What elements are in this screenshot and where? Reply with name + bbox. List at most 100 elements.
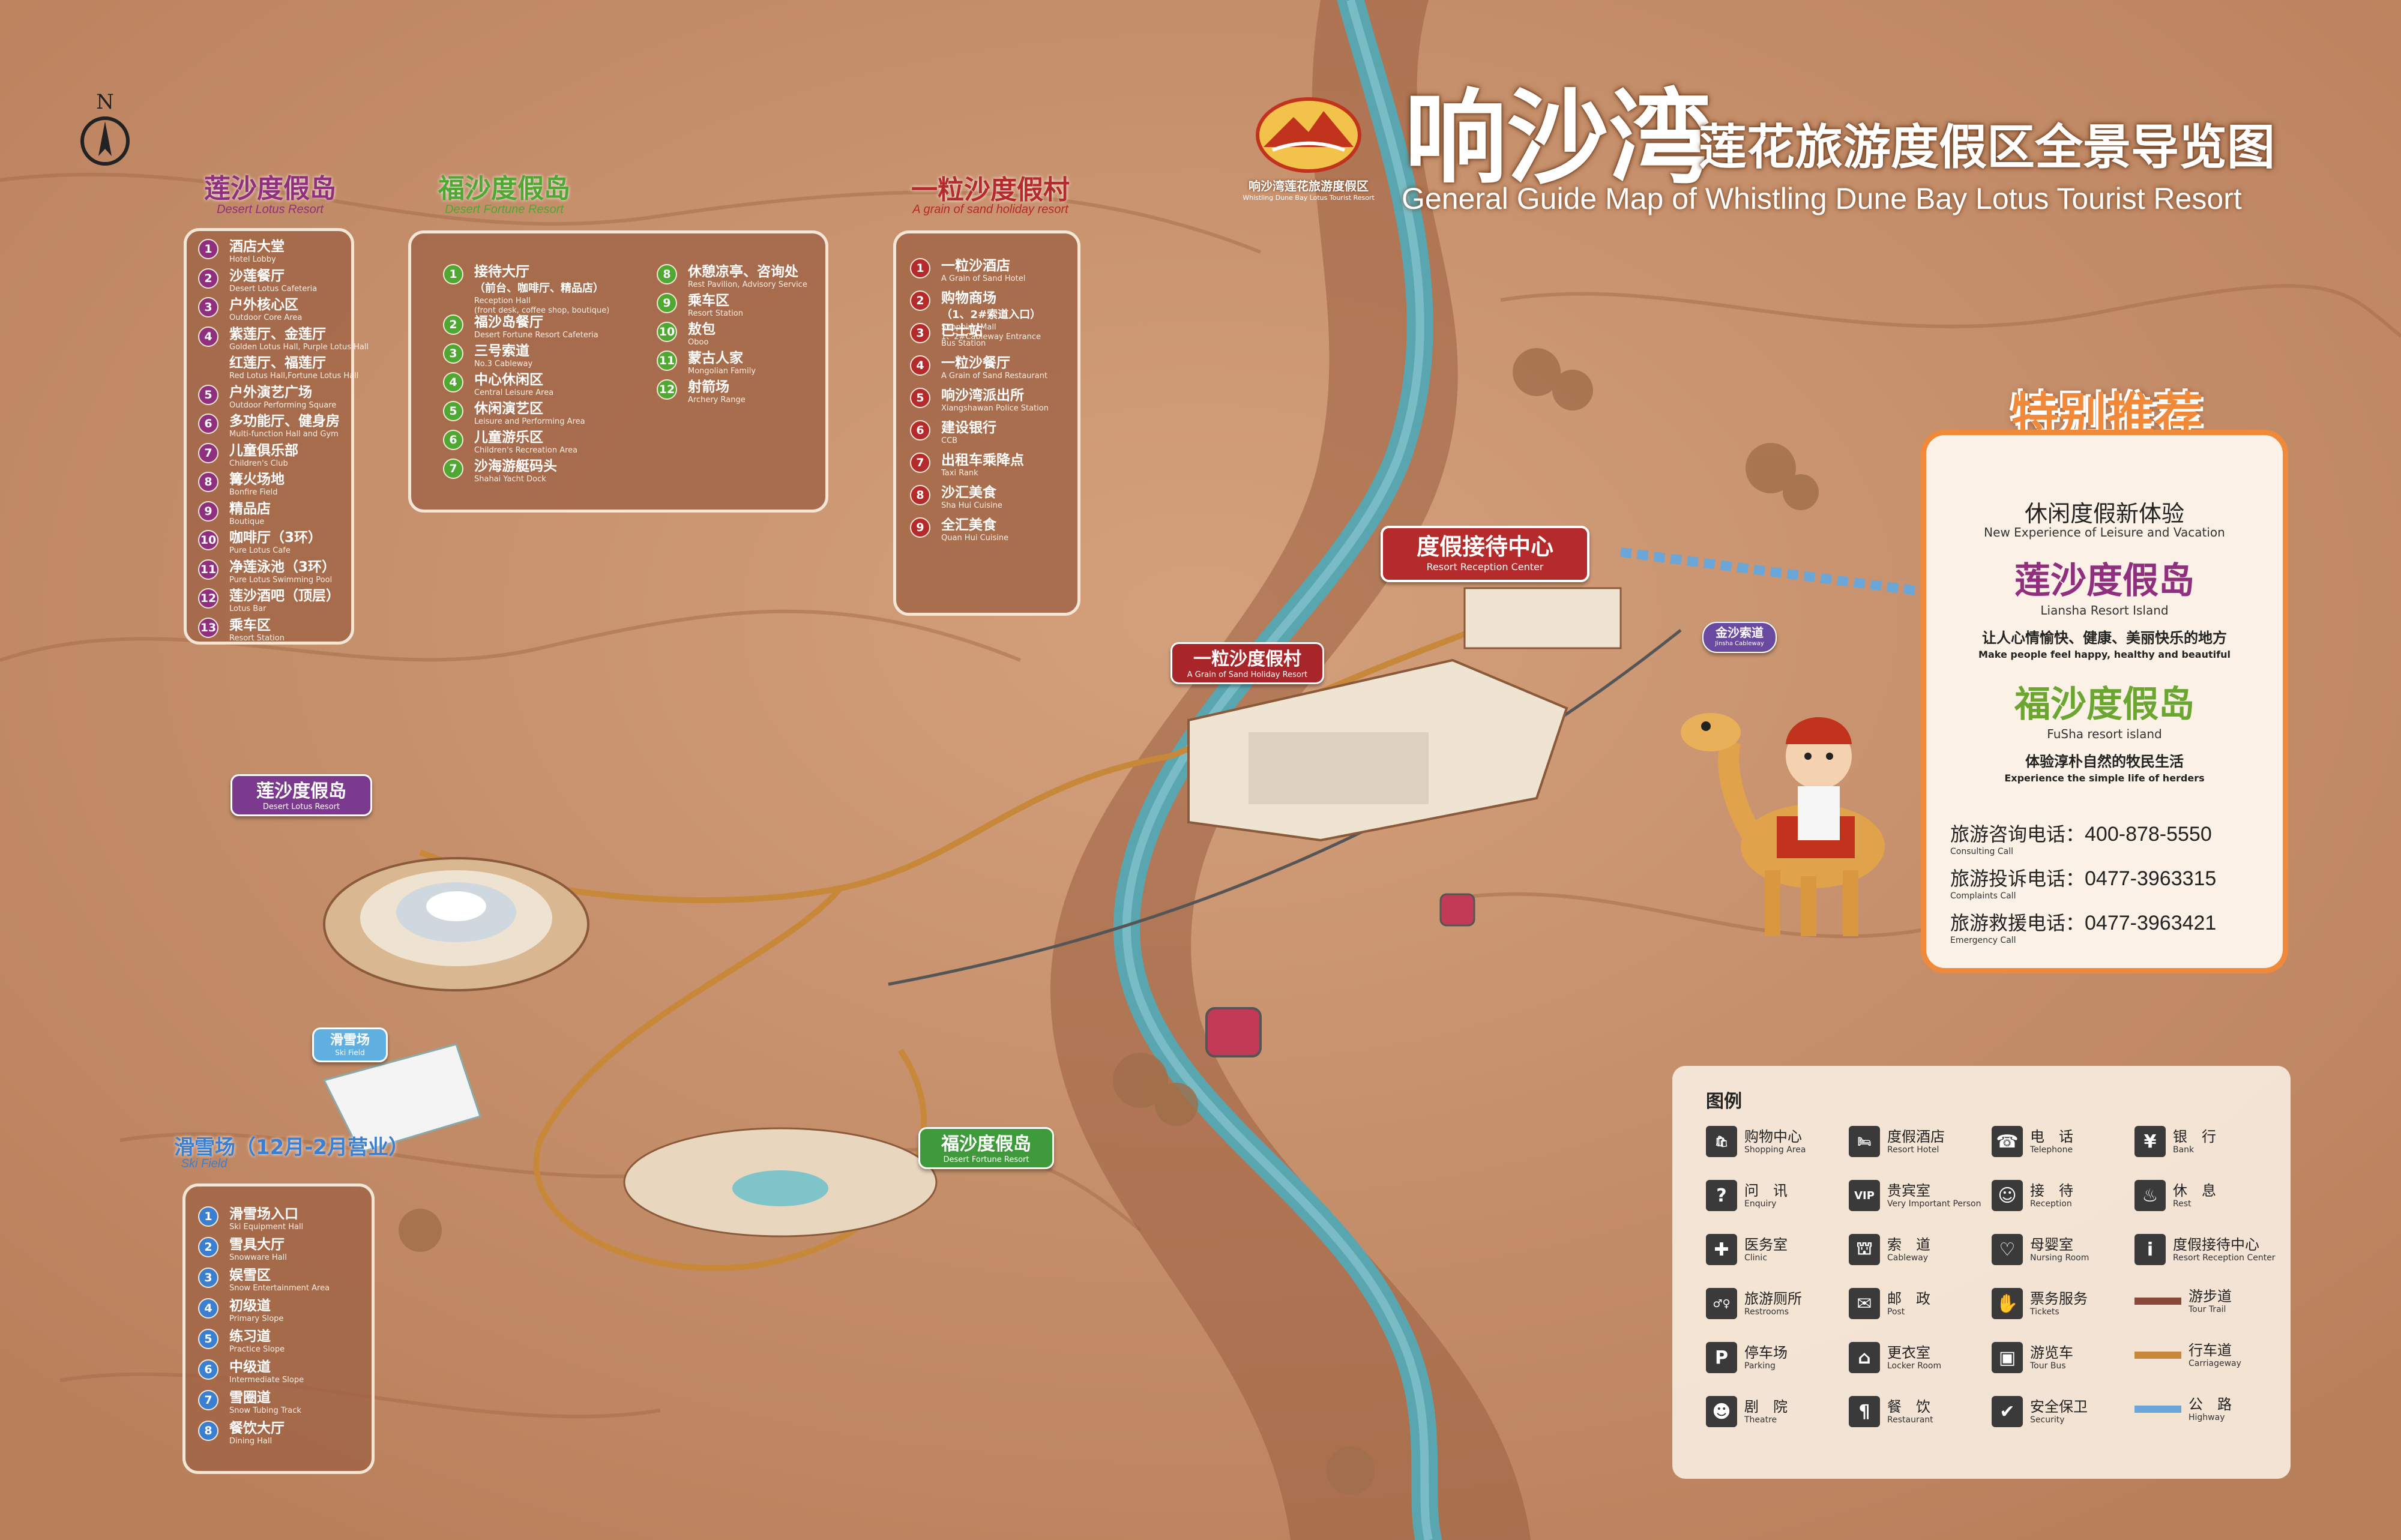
entry-label-en: Snowware Hall xyxy=(229,1253,287,1262)
legend-label-cn: 公 路 xyxy=(2189,1396,2232,1413)
entry-label-cn-extra: （前台、咖啡厅、精品店） xyxy=(474,282,604,295)
legend-label-en: Tour Trail xyxy=(2189,1305,2226,1314)
entry-label-en: Children's Club xyxy=(229,459,288,468)
entry-label-cn: 出租车乘降点 xyxy=(941,453,1024,468)
rec-island1-desc-en: Make people feel happy, healthy and beau… xyxy=(1978,649,2231,660)
rec-island2-cn: 福沙度假岛 xyxy=(2014,684,2195,726)
logo-text-en: Whistling Dune Bay Lotus Tourist Resort xyxy=(1243,194,1375,202)
entry-number-badge: 7 xyxy=(910,453,930,473)
phone-number[interactable]: 400-878-5550 xyxy=(2085,823,2212,846)
lotus-label-cn: 莲沙度假岛 xyxy=(256,781,346,802)
entry-label-en: Quan Hui Cuisine xyxy=(941,534,1009,543)
entry-label-en: Golden Lotus Hall, Purple Lotus Hall xyxy=(229,342,369,352)
phone-number[interactable]: 0477-3963421 xyxy=(2085,912,2217,934)
rest-icon: ♨ xyxy=(2134,1180,2166,1211)
grain-resort-label[interactable]: 一粒沙度假村 A Grain of Sand Holiday Resort xyxy=(1170,642,1324,684)
legend-label-en: Nursing Room xyxy=(2030,1253,2089,1263)
entry-number-badge: 3 xyxy=(198,297,218,317)
phone-number[interactable]: 0477-3963315 xyxy=(2085,867,2217,890)
ski-field-label[interactable]: 滑雪场 Ski Field xyxy=(312,1027,388,1062)
lotus-panel-title: 莲沙度假岛 xyxy=(204,173,336,204)
entry-label-cn: 雪圈道 xyxy=(229,1390,271,1406)
ski-panel-subtitle: Ski Field xyxy=(181,1157,227,1170)
entry-label-en: Resort Station xyxy=(688,309,743,318)
cable-cars xyxy=(1205,893,1475,1057)
entry-number-badge: 5 xyxy=(910,388,930,408)
jinsha-cableway-label[interactable]: 金沙索道 Jinsha Cableway xyxy=(1702,622,1777,653)
entry-label-cn: 一粒沙酒店 xyxy=(941,258,1010,274)
rec-island1-cn: 莲沙度假岛 xyxy=(2014,560,2195,602)
entry-label-en: Mongolian Family xyxy=(688,367,756,376)
resort-logo: 响沙湾莲花旅游度假区 Whistling Dune Bay Lotus Tour… xyxy=(1237,84,1381,216)
entry-number-badge: 6 xyxy=(198,1359,218,1380)
entry-number-badge: 6 xyxy=(198,414,218,434)
legend-label-cn: 休 息 xyxy=(2173,1182,2216,1199)
lotus-resort-label[interactable]: 莲沙度假岛 Desert Lotus Resort xyxy=(230,774,372,816)
entry-label-cn: 儿童游乐区 xyxy=(474,430,543,445)
restroom-icon: ♂♀ xyxy=(1706,1288,1737,1319)
entry-label-cn: 多功能厅、健身房 xyxy=(229,414,340,429)
entry-label-en: No.3 Cableway xyxy=(474,359,533,368)
entry-number-badge: 1 xyxy=(198,239,218,259)
entry-number-badge: 7 xyxy=(198,1390,218,1410)
legend-label-en: Cableway xyxy=(1887,1253,1929,1263)
reception-center-label[interactable]: 度假接待中心 Resort Reception Center xyxy=(1381,526,1589,582)
legend-label-cn: 索 道 xyxy=(1887,1236,1930,1253)
entry-label-cn: 净莲泳池（3环） xyxy=(229,559,336,575)
post-icon: ✉ xyxy=(1849,1288,1880,1319)
legend-label-cn: 停车场 xyxy=(1744,1344,1788,1361)
cableway-icon: ⛫ xyxy=(1849,1234,1880,1265)
shopping-icon: 🛍 xyxy=(1706,1126,1737,1157)
fortune-resort-label[interactable]: 福沙度假岛 Desert Fortune Resort xyxy=(918,1127,1054,1169)
entry-label-cn: 初级道 xyxy=(229,1298,271,1314)
legend-label-en: Shopping Area xyxy=(1744,1145,1806,1155)
entry-label-en: A Grain of Sand Hotel xyxy=(941,274,1026,283)
entry-number-badge: 9 xyxy=(657,293,677,313)
phone-label: 旅游投诉电话： xyxy=(1950,867,2085,890)
entry-label-cn: 沙莲餐厅 xyxy=(229,268,285,284)
legend-label-cn: 更衣室 xyxy=(1887,1344,1930,1361)
entry-number-badge: 4 xyxy=(198,1298,218,1319)
entry-label-cn: 滑雪场入口 xyxy=(229,1206,298,1222)
title-cn: 莲花旅游度假区全景导览图 xyxy=(1699,119,2275,175)
compass-label: N xyxy=(96,90,114,114)
entry-label-cn: 户外演艺广场 xyxy=(229,384,312,400)
